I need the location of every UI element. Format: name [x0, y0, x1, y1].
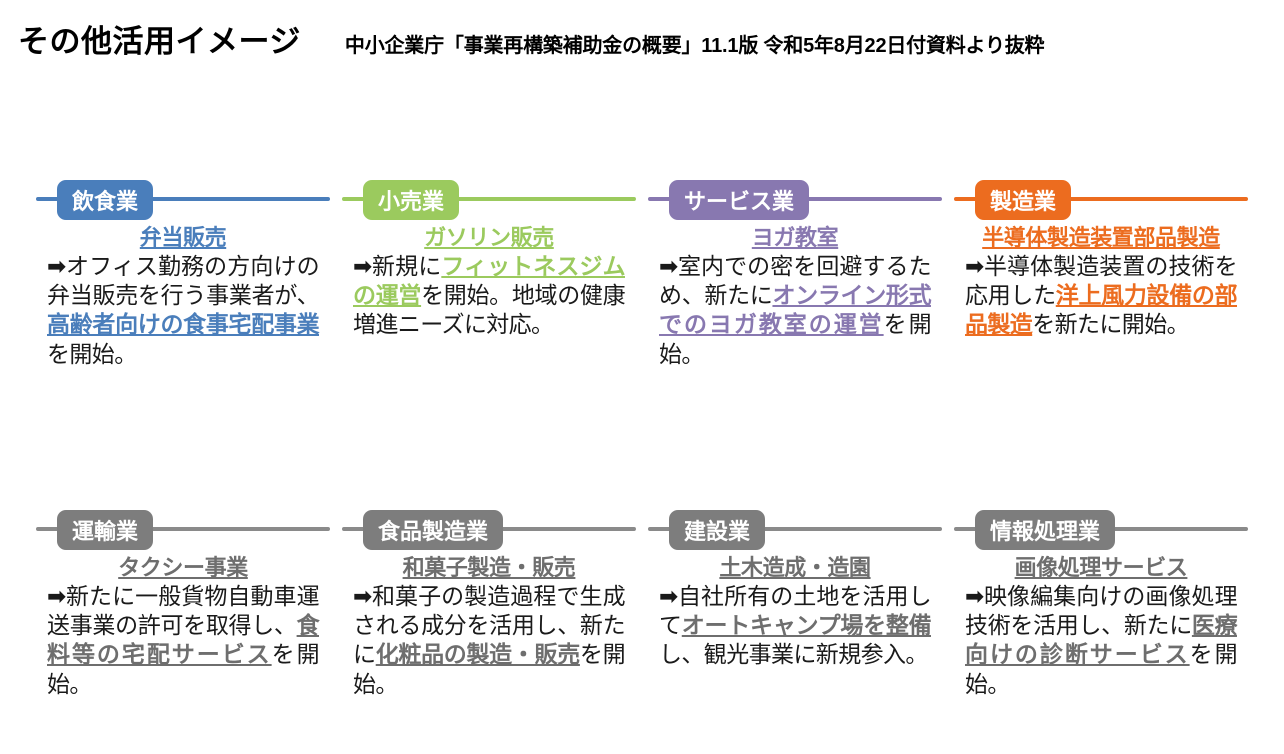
card-frame: 建設業土木造成・造園➡自社所有の土地を活用してオートキャンプ場を整備し、観光事業… [648, 510, 942, 667]
card-body: タクシー事業➡新たに一般貨物自動車運送事業の許可を取得し、食料等の宅配サービスを… [38, 555, 328, 699]
card-description: ➡半導体製造装置の技術を応用した洋上風力設備の部品製造を新たに開始。 [965, 252, 1238, 340]
card-frame: 運輸業タクシー事業➡新たに一般貨物自動車運送事業の許可を取得し、食料等の宅配サー… [36, 510, 330, 697]
card-description: ➡映像編集向けの画像処理技術を活用し、新たに医療向けの診断サービスを開始。 [965, 582, 1238, 699]
card-body: 土木造成・造園➡自社所有の土地を活用してオートキャンプ場を整備し、観光事業に新規… [650, 555, 940, 670]
arrow-icon: ➡ [353, 582, 372, 609]
industry-badge: 小売業 [363, 180, 460, 220]
industry-card: 運輸業タクシー事業➡新たに一般貨物自動車運送事業の許可を取得し、食料等の宅配サー… [36, 510, 330, 735]
highlighted-new-business: 医療向けの診断サービス [965, 612, 1238, 668]
highlighted-new-business: 食料等の宅配サービス [47, 612, 320, 668]
arrow-icon: ➡ [47, 252, 66, 279]
existing-business-heading: 和菓子製造・販売 [402, 555, 576, 580]
card-body: 弁当販売➡オフィス勤務の方向けの弁当販売を行う事業者が、高齢者向けの食事宅配事業… [38, 225, 328, 369]
description-text: を開始。 [353, 641, 626, 697]
industry-card: 建設業土木造成・造園➡自社所有の土地を活用してオートキャンプ場を整備し、観光事業… [648, 510, 942, 735]
description-text: 和菓子の製造過程で生成される成分を活用し、新たに [353, 582, 626, 668]
card-frame: 製造業半導体製造装置部品製造➡半導体製造装置の技術を応用した洋上風力設備の部品製… [954, 180, 1248, 337]
highlighted-new-business: 洋上風力設備の部品製造 [965, 282, 1238, 338]
description-text: を新たに開始。 [1032, 311, 1190, 338]
card-body: 画像処理サービス➡映像編集向けの画像処理技術を活用し、新たに医療向けの診断サービ… [956, 555, 1246, 699]
description-text: 新たに一般貨物自動車運送事業の許可を取得し、 [47, 582, 320, 639]
description-text: 新規に [371, 252, 442, 279]
arrow-icon: ➡ [47, 582, 66, 609]
existing-business-heading: 土木造成・造園 [719, 555, 871, 580]
card-description: ➡新規にフィットネスジムの運営を開始。地域の健康増進ニーズに対応。 [353, 252, 626, 340]
industry-badge: 運輸業 [57, 510, 154, 550]
description-text: を開始。地域の健康増進ニーズに対応。 [353, 282, 626, 338]
description-text: 映像編集向けの画像処理技術を活用し、新たに [965, 582, 1238, 639]
card-body: 和菓子製造・販売➡和菓子の製造過程で生成される成分を活用し、新たに化粧品の製造・… [344, 555, 634, 699]
existing-business-heading: ガソリン販売 [424, 225, 554, 250]
existing-business-heading: 半導体製造装置部品製造 [982, 225, 1220, 250]
description-text: 室内での密を回避するため、新たに [659, 252, 932, 309]
arrow-icon: ➡ [965, 582, 984, 609]
arrow-icon: ➡ [659, 582, 678, 609]
industry-card: サービス業ヨガ教室➡室内での密を回避するため、新たにオンライン形式でのヨガ教室の… [648, 180, 942, 420]
highlighted-new-business: オンライン形式でのヨガ教室の運営 [659, 282, 932, 338]
description-text: を開始。 [47, 641, 320, 697]
description-text: 半導体製造装置の技術を応用した [965, 252, 1238, 309]
card-body: ガソリン販売➡新規にフィットネスジムの運営を開始。地域の健康増進ニーズに対応。 [344, 225, 634, 340]
industry-badge: 食品製造業 [363, 510, 504, 550]
card-frame: 小売業ガソリン販売➡新規にフィットネスジムの運営を開始。地域の健康増進ニーズに対… [342, 180, 636, 337]
card-description: ➡自社所有の土地を活用してオートキャンプ場を整備し、観光事業に新規参入。 [659, 582, 932, 670]
card-body: 半導体製造装置部品製造➡半導体製造装置の技術を応用した洋上風力設備の部品製造を新… [956, 225, 1246, 340]
arrow-icon: ➡ [659, 252, 678, 279]
existing-business-heading: タクシー事業 [118, 555, 248, 580]
card-body: ヨガ教室➡室内での密を回避するため、新たにオンライン形式でのヨガ教室の運営を開始… [650, 225, 940, 369]
description-text: オフィス勤務の方向けの弁当販売を行う事業者が、 [47, 252, 320, 309]
description-text: し、観光事業に新規参入。 [659, 641, 928, 668]
description-text: を開始。 [659, 311, 932, 367]
card-frame: 食品製造業和菓子製造・販売➡和菓子の製造過程で生成される成分を活用し、新たに化粧… [342, 510, 636, 697]
highlighted-new-business: 化粧品の製造・販売 [375, 641, 581, 668]
slide-header: その他活用イメージ 中小企業庁「事業再構築補助金の概要」11.1版 令和5年8月… [18, 16, 1045, 61]
industry-badge: 情報処理業 [975, 510, 1116, 550]
card-frame: 飲食業弁当販売➡オフィス勤務の方向けの弁当販売を行う事業者が、高齢者向けの食事宅… [36, 180, 330, 367]
description-text: 自社所有の土地を活用して [659, 582, 932, 639]
page-subtitle-source-note: 中小企業庁「事業再構築補助金の概要」11.1版 令和5年8月22日付資料より抜粋 [344, 35, 1045, 57]
industry-badge: 飲食業 [57, 180, 154, 220]
arrow-icon: ➡ [353, 252, 372, 279]
card-frame: サービス業ヨガ教室➡室内での密を回避するため、新たにオンライン形式でのヨガ教室の… [648, 180, 942, 367]
industry-card: 小売業ガソリン販売➡新規にフィットネスジムの運営を開始。地域の健康増進ニーズに対… [342, 180, 636, 420]
arrow-icon: ➡ [965, 252, 984, 279]
description-text: を開始。 [965, 641, 1238, 697]
highlighted-new-business: オートキャンプ場を整備 [681, 612, 932, 639]
existing-business-heading: 画像処理サービス [1014, 555, 1188, 580]
industry-card: 製造業半導体製造装置部品製造➡半導体製造装置の技術を応用した洋上風力設備の部品製… [954, 180, 1248, 420]
industry-card: 飲食業弁当販売➡オフィス勤務の方向けの弁当販売を行う事業者が、高齢者向けの食事宅… [36, 180, 330, 420]
page-title: その他活用イメージ [18, 24, 301, 59]
description-text: を開始。 [47, 340, 137, 367]
card-description: ➡オフィス勤務の方向けの弁当販売を行う事業者が、高齢者向けの食事宅配事業を開始。 [47, 252, 320, 369]
card-description: ➡室内での密を回避するため、新たにオンライン形式でのヨガ教室の運営を開始。 [659, 252, 932, 369]
card-description: ➡新たに一般貨物自動車運送事業の許可を取得し、食料等の宅配サービスを開始。 [47, 582, 320, 699]
industry-card: 食品製造業和菓子製造・販売➡和菓子の製造過程で生成される成分を活用し、新たに化粧… [342, 510, 636, 735]
highlighted-new-business: 高齢者向けの食事宅配事業 [47, 311, 320, 338]
industry-card-grid: 飲食業弁当販売➡オフィス勤務の方向けの弁当販売を行う事業者が、高齢者向けの食事宅… [36, 180, 1248, 735]
existing-business-heading: ヨガ教室 [751, 225, 839, 250]
highlighted-new-business: フィットネスジムの運営 [353, 252, 626, 309]
industry-badge: 製造業 [975, 180, 1072, 220]
card-description: ➡和菓子の製造過程で生成される成分を活用し、新たに化粧品の製造・販売を開始。 [353, 582, 626, 699]
existing-business-heading: 弁当販売 [139, 225, 227, 250]
industry-badge: サービス業 [669, 180, 810, 220]
card-frame: 情報処理業画像処理サービス➡映像編集向けの画像処理技術を活用し、新たに医療向けの… [954, 510, 1248, 697]
industry-badge: 建設業 [669, 510, 766, 550]
industry-card: 情報処理業画像処理サービス➡映像編集向けの画像処理技術を活用し、新たに医療向けの… [954, 510, 1248, 735]
